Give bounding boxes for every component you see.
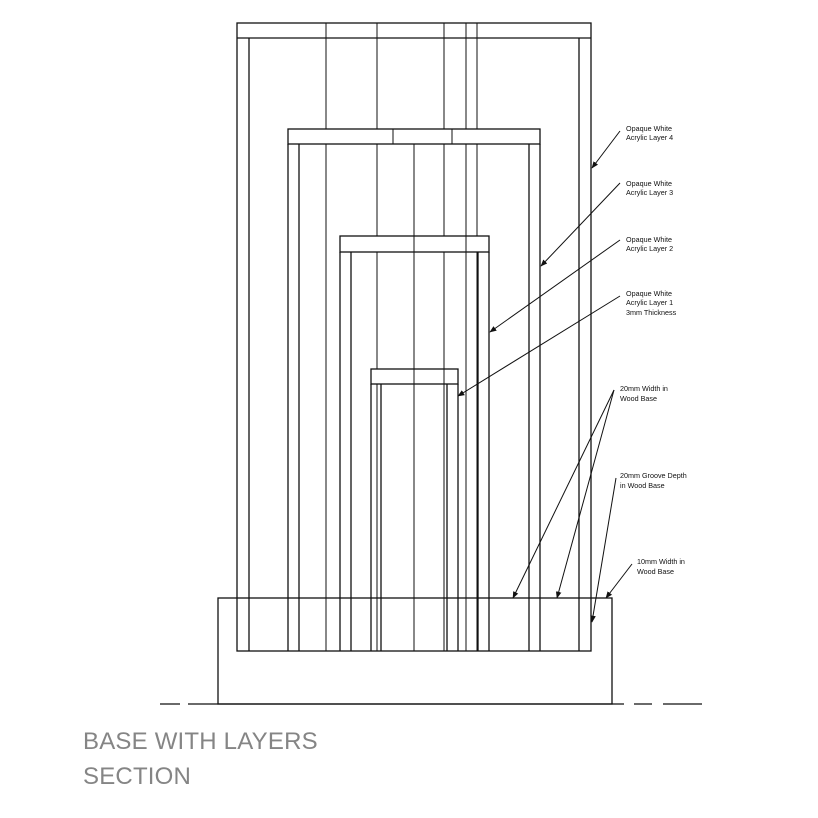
annotation-layer-2: Opaque White Acrylic Layer 2	[626, 235, 673, 253]
svg-text:Opaque White: Opaque White	[626, 289, 672, 298]
structure-lines	[325, 144, 467, 651]
svg-text:Opaque White: Opaque White	[626, 179, 672, 188]
svg-text:Acrylic Layer 2: Acrylic Layer 2	[626, 244, 673, 253]
annotation-line: in Wood Base	[620, 481, 665, 490]
drawing-subtitle: SECTION	[83, 763, 192, 790]
annotation-line: Opaque White	[626, 289, 672, 298]
annotation-base-width-10: 10mm Width in Wood Base	[637, 557, 685, 576]
wood-base	[217, 597, 613, 705]
annotation-line: Opaque White	[626, 124, 672, 133]
annotation-line: 20mm Groove Depth	[620, 471, 687, 480]
annotation-line: Acrylic Layer 3	[626, 188, 673, 197]
annotation-layer-1: Opaque White Acrylic Layer 1 3mm Thickne…	[626, 289, 677, 317]
svg-text:Acrylic Layer 3: Acrylic Layer 3	[626, 188, 673, 197]
annotation-line: 20mm Width in	[620, 384, 668, 393]
annotation-line: Wood Base	[637, 567, 674, 576]
leader-arrows	[457, 130, 633, 623]
svg-text:Wood Base: Wood Base	[620, 394, 657, 403]
svg-text:Acrylic Layer 1: Acrylic Layer 1	[626, 298, 673, 307]
annotation-line: Acrylic Layer 4	[626, 133, 673, 142]
annotation-layer-4: Opaque White Acrylic Layer 4	[626, 124, 673, 142]
svg-text:20mm Groove Depth: 20mm Groove Depth	[620, 471, 687, 480]
svg-text:Wood Base: Wood Base	[637, 567, 674, 576]
annotation-base-width-20: 20mm Width in Wood Base	[620, 384, 668, 403]
svg-text:3mm Thickness: 3mm Thickness	[626, 308, 677, 317]
svg-text:Acrylic Layer 4: Acrylic Layer 4	[626, 133, 673, 142]
svg-text:Opaque White: Opaque White	[626, 124, 672, 133]
drawing-title: BASE WITH LAYERS	[83, 728, 318, 755]
annotation-line: Opaque White	[626, 179, 672, 188]
svg-text:20mm Width in: 20mm Width in	[620, 384, 668, 393]
annotation-line: Acrylic Layer 1	[626, 298, 673, 307]
annotation-line: 3mm Thickness	[626, 308, 677, 317]
annotation-groove-depth: 20mm Groove Depth in Wood Base	[620, 471, 687, 490]
svg-text:10mm Width in: 10mm Width in	[637, 557, 685, 566]
annotation-line: 10mm Width in	[637, 557, 685, 566]
annotation-line: Opaque White	[626, 235, 672, 244]
svg-text:in Wood Base: in Wood Base	[620, 481, 665, 490]
svg-text:Opaque White: Opaque White	[626, 235, 672, 244]
annotation-layer-3: Opaque White Acrylic Layer 3	[626, 179, 673, 197]
annotation-line: Wood Base	[620, 394, 657, 403]
annotation-line: Acrylic Layer 2	[626, 244, 673, 253]
